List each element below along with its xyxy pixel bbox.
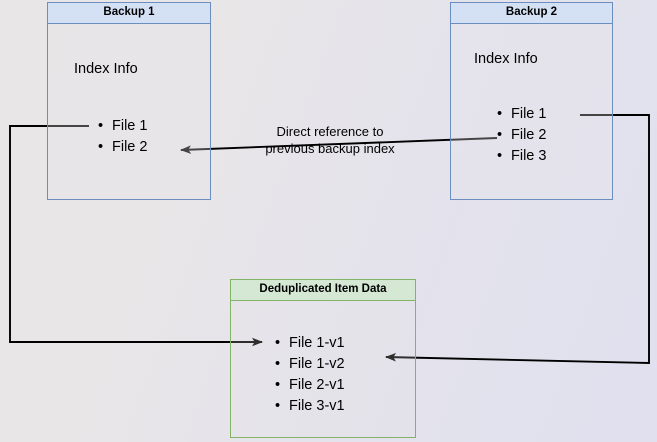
list-item: File 1 [98,116,147,137]
list-item: File 1-v2 [275,354,345,375]
list-item: File 1 [497,104,546,125]
connector-backup2-to-dedup [385,114,650,364]
list-item: File 3 [497,146,546,167]
backup1-file-list: File 1 File 2 [98,116,147,158]
dedup-header: Deduplicated Item Data [231,280,415,301]
backup2-box: Backup 2 [450,2,613,200]
list-item: File 2 [98,137,147,158]
backup1-index-info-label: Index Info [74,61,138,77]
backup1-header: Backup 1 [48,3,210,24]
connector-backup2-index-to-backup1-index [180,137,498,154]
backup2-file-list: File 1 File 2 File 3 [497,104,546,167]
backup2-index-info-label: Index Info [474,51,538,67]
annotation-line-1: Direct reference to [276,124,384,139]
list-item: File 2-v1 [275,375,345,396]
connector-backup1-to-dedup [9,125,263,347]
list-item: File 3-v1 [275,396,345,417]
annotation-line-2: previous backup index [265,141,395,156]
dedup-file-list: File 1-v1 File 1-v2 File 2-v1 File 3-v1 [275,333,345,417]
backup2-header: Backup 2 [451,3,612,24]
list-item: File 2 [497,125,546,146]
list-item: File 1-v1 [275,333,345,354]
direct-reference-annotation: Direct reference to previous backup inde… [250,123,410,157]
backup1-box: Backup 1 [47,2,211,200]
